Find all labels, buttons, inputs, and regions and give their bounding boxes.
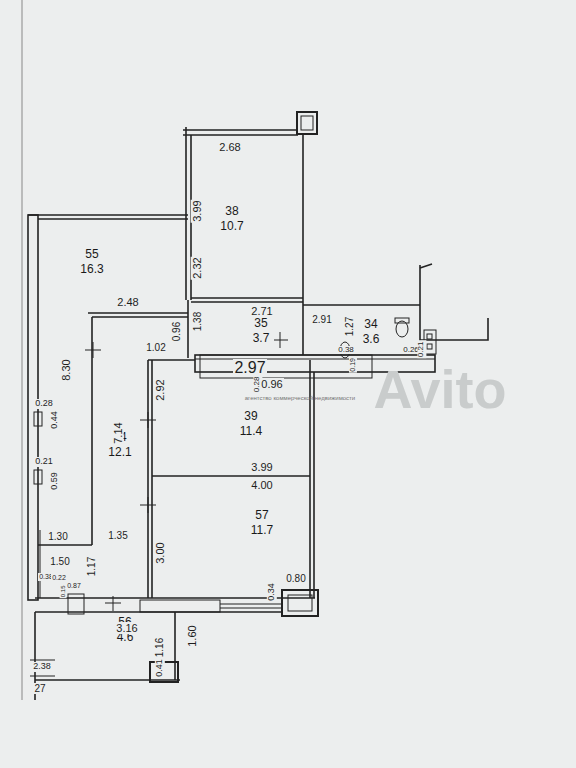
room-area: 3.6 <box>362 332 381 347</box>
room-area: 16.3 <box>79 262 105 277</box>
dimension: 2.32 <box>191 256 203 279</box>
room-area: 11.7 <box>250 523 275 538</box>
room-number: 57 <box>250 508 275 523</box>
dimension: 1.17 <box>87 555 98 576</box>
dimension: 0.80 <box>285 573 306 584</box>
dimension: 0.22 <box>51 574 67 582</box>
dimension: 2.38 <box>32 662 52 672</box>
watermark-text: агентство коммерческой недвижимости <box>244 395 356 402</box>
dimension: 2.92 <box>154 378 166 401</box>
room-number: 39 <box>239 409 264 424</box>
room-area: 3.7 <box>252 331 271 346</box>
dimension: 0.59 <box>50 471 60 491</box>
dimension: 1.50 <box>49 556 70 567</box>
dimension: 3.00 <box>154 541 166 564</box>
dimension: 2.68 <box>218 141 241 153</box>
dimension: 0.44 <box>50 410 60 430</box>
dimension: 0.38 <box>337 346 355 355</box>
room-area: 11.4 <box>239 424 264 439</box>
dimension: 1.27 <box>345 315 356 336</box>
dimension: 0.41 <box>155 658 165 678</box>
room-label: 343.6 <box>359 315 384 349</box>
dimension: 4.00 <box>250 479 273 491</box>
dimension: 3.99 <box>191 199 203 222</box>
dimension: 1.16 <box>155 636 166 657</box>
dimension: 2.71 <box>250 305 273 317</box>
room-label: 5711.7 <box>247 506 278 540</box>
room-number: 34 <box>362 317 381 332</box>
dimension: 0.96 <box>172 320 183 341</box>
dimension: 0.28 <box>34 399 54 409</box>
dimension: 3.16 <box>115 622 138 634</box>
dimension: 0.21 <box>34 457 54 467</box>
room-area: 12.1 <box>107 445 133 460</box>
room-label: 3810.7 <box>216 202 248 236</box>
dimension: 1.38 <box>193 310 204 331</box>
dimension: 3.99 <box>250 461 273 473</box>
dimension: 1.02 <box>145 342 166 353</box>
dimension: 2.91 <box>311 314 332 325</box>
dimension: 27 <box>33 683 46 694</box>
room-area: 10.7 <box>219 219 245 234</box>
dimension: 0.19 <box>349 357 357 373</box>
dimension: 0.96 <box>260 378 283 390</box>
dimension: 8.30 <box>60 358 72 381</box>
room-label: 353.7 <box>249 314 274 348</box>
room-label: 3911.4 <box>236 407 267 441</box>
room-number: 35 <box>252 316 271 331</box>
dimension: 2.48 <box>116 296 139 308</box>
watermark: Avito <box>373 360 508 419</box>
dimension: 1.30 <box>47 531 68 542</box>
dimension: 0.87 <box>66 582 82 590</box>
dimension: 0.34 <box>267 582 277 602</box>
dimension: 2.97 <box>233 359 266 377</box>
dimension: 1.35 <box>107 530 128 541</box>
dimension: 1.60 <box>186 624 198 647</box>
room-number: 38 <box>219 204 245 219</box>
room-label: 5516.3 <box>76 245 108 279</box>
room-number: 55 <box>79 247 105 262</box>
dimension: 0.21 <box>418 340 427 358</box>
dimension: 7.14 <box>112 421 124 444</box>
